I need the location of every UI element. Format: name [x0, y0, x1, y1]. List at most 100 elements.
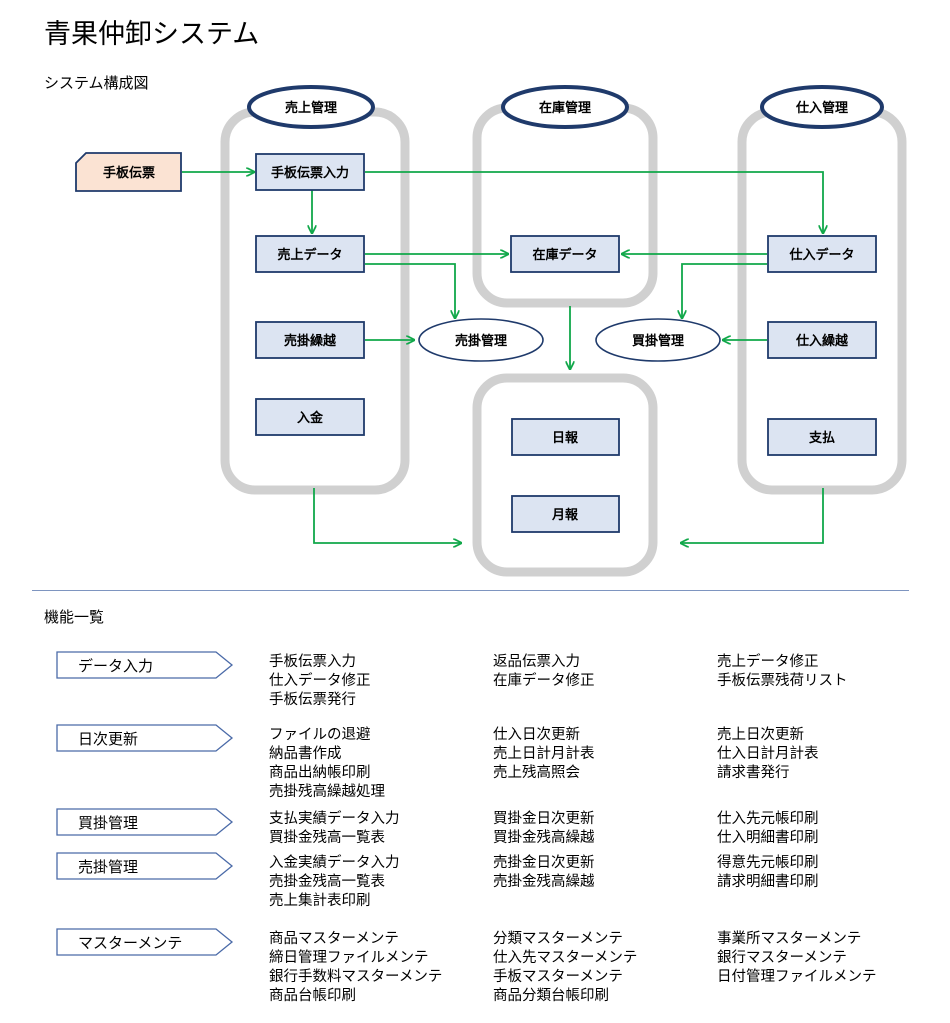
payment-out-label: 支払 — [808, 430, 835, 446]
function-item: 事業所マスターメンテ — [717, 931, 862, 947]
slip-input-box — [255, 153, 365, 191]
function-column: 仕入日次更新売上日計月計表売上残高照会 — [493, 726, 595, 783]
arrow-purchase-to-reports — [681, 488, 824, 543]
inventory-group-label: 在庫管理 — [539, 100, 591, 116]
function-item: 買掛金残高一覧表 — [269, 830, 385, 846]
function-item: 商品分類台帳印刷 — [493, 988, 609, 1004]
function-item: 売掛金残高繰越 — [493, 874, 595, 890]
purchase-group-label: 仕入管理 — [795, 100, 848, 116]
function-item: 売上データ修正 — [717, 654, 819, 670]
arrow-input-to-purchase — [365, 171, 823, 233]
category-label: 売掛管理 — [78, 858, 139, 876]
function-item: 得意先元帳印刷 — [717, 855, 819, 871]
daily-report-label: 日報 — [552, 430, 579, 446]
function-column: 仕入先元帳印刷仕入明細書印刷 — [717, 810, 819, 848]
function-item: 支払実績データ入力 — [269, 811, 400, 827]
function-item: 売掛金残高一覧表 — [269, 874, 385, 890]
purchase-group-header: 仕入管理 — [760, 85, 884, 129]
page-title: 青果仲卸システム — [44, 19, 260, 50]
function-item: 日付管理ファイルメンテ — [717, 969, 877, 985]
section-divider — [32, 590, 909, 591]
function-item: 商品出納帳印刷 — [269, 765, 371, 781]
diagram-title: システム構成図 — [44, 74, 149, 92]
purchase-carry-label: 仕入繰越 — [795, 333, 849, 349]
sales-carry-label: 売掛繰越 — [284, 333, 337, 349]
inventory-data-box — [510, 235, 620, 273]
arrow-purchase-to-payable — [682, 263, 767, 318]
function-column: ファイルの退避納品書作成商品出納帳印刷売掛残高繰越処理 — [269, 726, 385, 802]
inventory-group-header: 在庫管理 — [501, 85, 629, 129]
slip-input-label: 手板伝票入力 — [271, 165, 349, 181]
sales-carry-box — [255, 321, 365, 359]
report-group-frame — [472, 373, 658, 577]
function-column: 売上日次更新仕入日計月計表請求書発行 — [717, 726, 819, 783]
category-label: 日次更新 — [78, 730, 139, 748]
function-item: 請求書発行 — [717, 765, 790, 781]
function-item: 売上日次更新 — [717, 727, 804, 743]
arrow-sales-to-reports — [313, 488, 461, 543]
purchase-carry-box — [767, 321, 877, 359]
sales-group-header: 売上管理 — [247, 85, 375, 129]
function-item: 手板マスターメンテ — [493, 969, 623, 985]
function-item: 仕入先元帳印刷 — [717, 811, 819, 827]
function-item: 売上日計月計表 — [493, 746, 595, 762]
function-item: 商品マスターメンテ — [269, 931, 399, 947]
category-tag — [56, 928, 234, 956]
inventory-group-frame — [472, 103, 658, 308]
sales-group-label: 売上管理 — [285, 100, 337, 116]
sales-data-box — [255, 235, 365, 273]
purchase-data-box — [767, 235, 877, 273]
function-item: 買掛金日次更新 — [493, 811, 595, 827]
function-item: 銀行手数料マスターメンテ — [269, 969, 443, 985]
category-label: データ入力 — [78, 657, 154, 675]
function-column: 買掛金日次更新買掛金残高繰越 — [493, 810, 595, 848]
function-item: 売上残高照会 — [493, 765, 580, 781]
function-list-title: 機能一覧 — [44, 608, 105, 626]
function-item: 納品書作成 — [269, 746, 342, 762]
source-slip-node: 手板伝票 — [75, 152, 182, 192]
category-tag — [56, 808, 234, 836]
function-item: 売掛残高繰越処理 — [269, 784, 385, 800]
arrow-sales-to-receivable — [365, 263, 455, 318]
category-tag — [56, 651, 234, 679]
category-tag — [56, 852, 234, 880]
payment-in-label: 入金 — [297, 410, 324, 426]
function-item: 分類マスターメンテ — [493, 931, 623, 947]
function-column: 入金実績データ入力売掛金残高一覧表売上集計表印刷 — [269, 854, 400, 911]
function-item: ファイルの退避 — [269, 727, 371, 743]
function-item: 仕入データ修正 — [269, 673, 371, 689]
system-diagram: 売上管理 在庫管理 仕入管理 手板伝票 手板伝票入力 売上データ 売掛繰越 入金… — [75, 85, 907, 577]
monthly-report-label: 月報 — [551, 507, 579, 523]
source-slip-label: 手板伝票 — [103, 165, 155, 181]
category-label: 買掛管理 — [78, 814, 139, 832]
function-item: 締日管理ファイルメンテ — [269, 950, 429, 966]
function-column: 得意先元帳印刷請求明細書印刷 — [717, 854, 819, 892]
function-item: 銀行マスターメンテ — [717, 950, 847, 966]
function-item: 手板伝票発行 — [269, 692, 356, 708]
function-item: 仕入明細書印刷 — [717, 830, 819, 846]
monthly-report-box — [511, 495, 620, 533]
daily-report-box — [511, 418, 620, 456]
payable-label: 買掛管理 — [632, 333, 684, 349]
function-item: 返品伝票入力 — [493, 654, 580, 670]
function-column: 返品伝票入力在庫データ修正 — [493, 653, 595, 691]
function-item: 売掛金日次更新 — [493, 855, 595, 871]
inventory-data-label: 在庫データ — [532, 247, 597, 263]
function-item: 売上集計表印刷 — [269, 893, 371, 909]
function-column: 売上データ修正手板伝票残荷リスト — [717, 653, 848, 691]
function-item: 買掛金残高繰越 — [493, 830, 595, 846]
function-item: 在庫データ修正 — [493, 673, 595, 689]
function-column: 分類マスターメンテ仕入先マスターメンテ手板マスターメンテ商品分類台帳印刷 — [493, 930, 637, 1006]
function-item: 入金実績データ入力 — [269, 855, 400, 871]
receivable-label: 売掛管理 — [455, 333, 507, 349]
function-item: 仕入日計月計表 — [717, 746, 819, 762]
category-tag — [56, 724, 234, 752]
function-column: 売掛金日次更新売掛金残高繰越 — [493, 854, 595, 892]
function-column: 支払実績データ入力買掛金残高一覧表 — [269, 810, 400, 848]
function-item: 手板伝票残荷リスト — [717, 673, 848, 689]
category-label: マスターメンテ — [78, 934, 183, 952]
function-column: 商品マスターメンテ締日管理ファイルメンテ銀行手数料マスターメンテ商品台帳印刷 — [269, 930, 442, 1006]
receivable-node: 売掛管理 — [418, 318, 544, 362]
sales-data-label: 売上データ — [277, 247, 342, 263]
payment-out-box — [767, 418, 877, 456]
